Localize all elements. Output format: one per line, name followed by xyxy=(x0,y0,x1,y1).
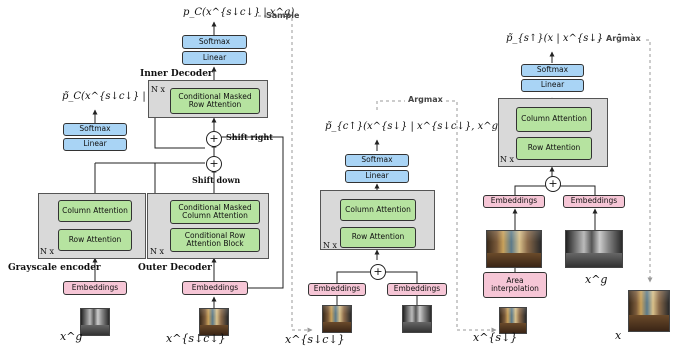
softmax-middle: Softmax xyxy=(345,154,409,167)
embeddings-right-right: Embeddings xyxy=(563,195,625,208)
column-attention-left: Column Attention xyxy=(58,200,132,222)
nx-left: N x xyxy=(40,247,55,256)
embeddings-right-left: Embeddings xyxy=(483,195,545,208)
color-image-middle xyxy=(322,305,352,333)
softmax-inner: Softmax xyxy=(182,35,247,49)
shift-right-label: Shift right xyxy=(226,132,273,142)
label-xg-right: x^g xyxy=(585,273,608,286)
row-attention-left: Row Attention xyxy=(58,229,132,251)
formula-pc-up: p̃_{c↑}(x^{s↓} | x^{s↓c↓}, x^g) xyxy=(325,121,502,132)
sample-label: Sample xyxy=(266,11,300,20)
grayscale-image-left xyxy=(80,308,110,336)
embeddings-middle-right: Embeddings xyxy=(387,283,447,296)
embeddings-left: Embeddings xyxy=(63,281,127,295)
nx-inner: N x xyxy=(151,85,166,94)
conditional-row-attention-block: Conditional Row Attention Block xyxy=(170,228,260,252)
plus-right: + xyxy=(545,176,561,192)
argmax-label-middle: Argmax xyxy=(405,96,446,104)
label-xg-left: x^g xyxy=(60,330,83,343)
label-x-sc-mid: x^{s↓c↓} xyxy=(285,333,345,346)
nx-outer: N x xyxy=(150,247,165,256)
formula-ps-up: p̃_{s↑}(x | x^{s↓}, x^g) xyxy=(506,33,634,44)
label-x-s-down: x^{s↓} xyxy=(473,331,518,344)
formula-pc-tilde: p̃_C(x^{s↓c↓} | x^g) xyxy=(62,91,174,102)
plus-shift-right: + xyxy=(206,131,222,147)
nx-right: N x xyxy=(500,155,515,164)
shift-down-label: Shift down xyxy=(192,175,241,185)
row-attention-right: Row Attention xyxy=(516,137,592,160)
linear-left: Linear xyxy=(63,138,127,151)
label-x-sc-outer: x^{s↓c↓} xyxy=(166,332,226,345)
label-x-final: x xyxy=(615,329,622,342)
column-attention-middle: Column Attention xyxy=(340,199,416,221)
final-color-image xyxy=(628,290,670,332)
argmax-label-right: Argmax xyxy=(603,35,644,43)
upsampled-color-image xyxy=(486,230,542,268)
conditional-masked-row-attention: Conditional Masked Row Attention xyxy=(170,88,260,114)
linear-middle: Linear xyxy=(345,170,409,183)
inner-decoder-label: Inner Decoder xyxy=(140,69,213,79)
nx-middle: N x xyxy=(323,241,338,250)
column-attention-right: Column Attention xyxy=(516,107,592,132)
grayscale-image-middle xyxy=(402,305,432,333)
grayscale-encoder-label: Grayscale encoder xyxy=(8,263,101,273)
conditional-masked-column-attention: Conditional Masked Column Attention xyxy=(170,200,260,224)
plus-shift-down: + xyxy=(206,156,222,172)
embeddings-outer: Embeddings xyxy=(182,281,248,295)
softmax-left: Softmax xyxy=(63,123,127,136)
linear-right: Linear xyxy=(521,79,584,92)
outer-decoder-label: Outer Decoder xyxy=(138,263,212,273)
softmax-right: Softmax xyxy=(521,64,584,77)
grayscale-image-right xyxy=(565,230,623,268)
embeddings-middle-left: Embeddings xyxy=(308,283,366,296)
downsampled-color-image xyxy=(499,307,527,334)
color-image-outer xyxy=(199,308,229,336)
row-attention-middle: Row Attention xyxy=(340,227,416,248)
linear-inner: Linear xyxy=(182,51,247,65)
formula-pc-top: p_C(x^{s↓c↓} | x^g) xyxy=(183,7,295,18)
plus-middle: + xyxy=(370,264,386,280)
area-interpolation: Area interpolation xyxy=(483,272,547,298)
